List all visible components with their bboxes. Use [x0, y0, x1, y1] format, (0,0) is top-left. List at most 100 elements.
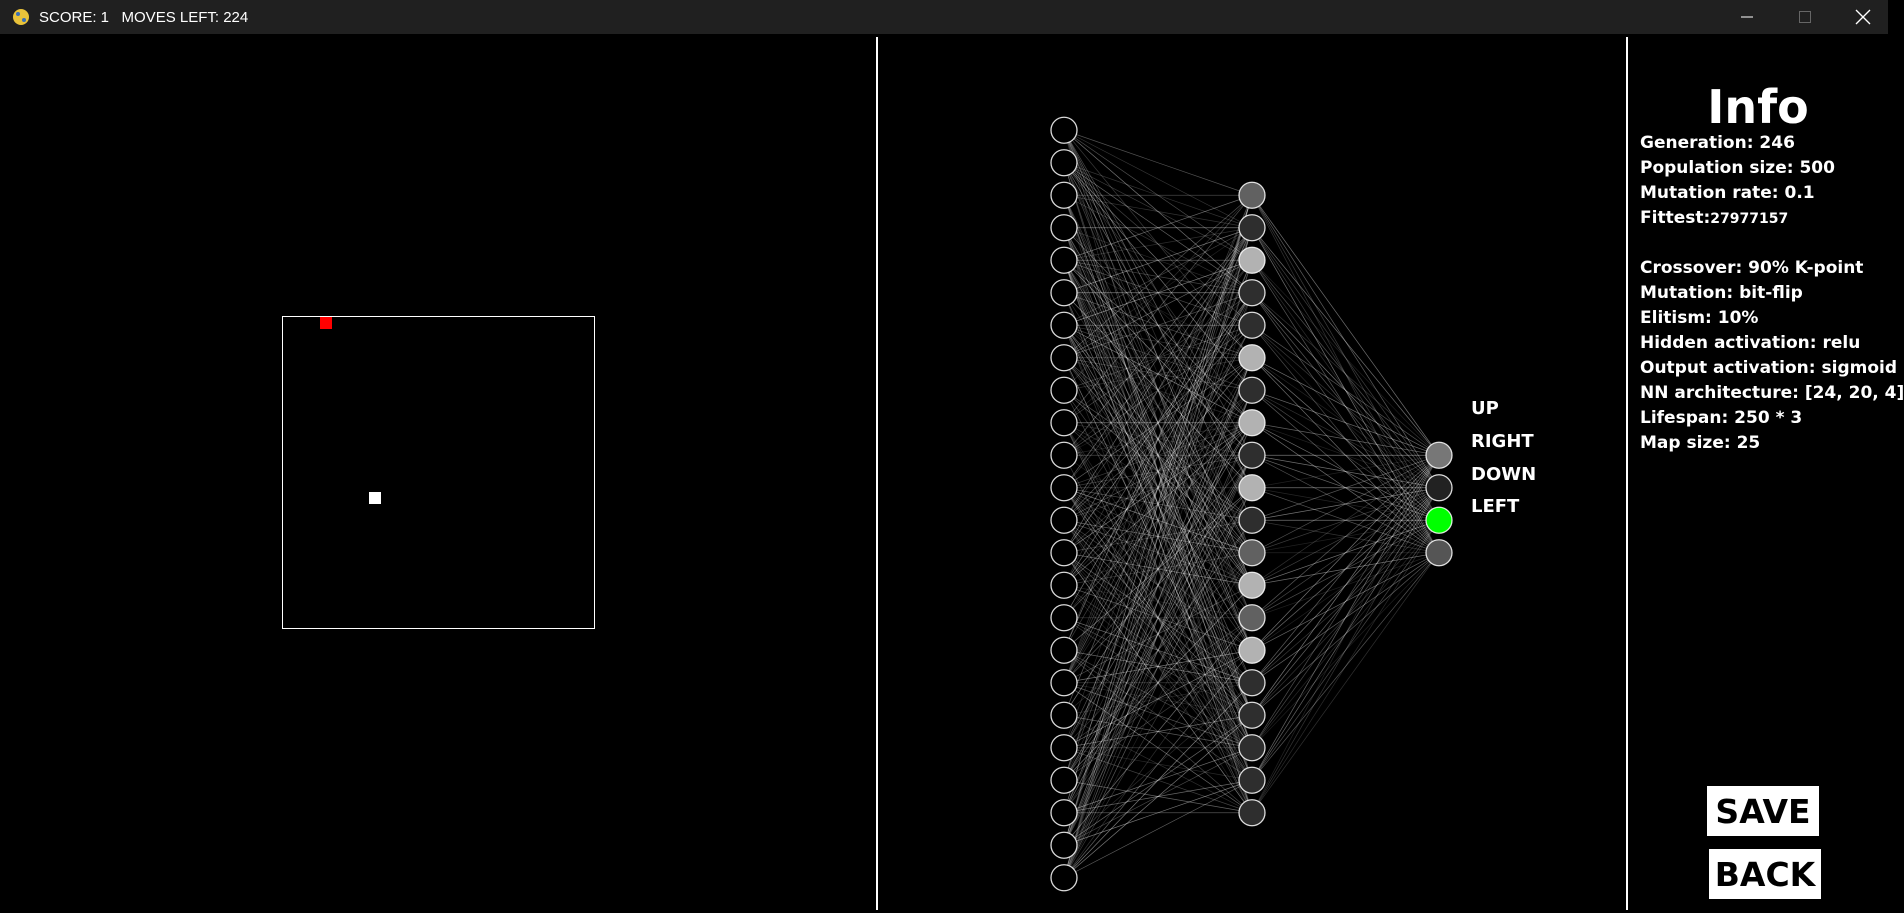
connection — [1251, 454, 1440, 554]
connection — [1063, 292, 1253, 781]
connection — [1063, 162, 1253, 261]
info-crossover: Crossover: 90% K-point — [1640, 258, 1864, 278]
connection — [1251, 552, 1440, 716]
connection — [1063, 487, 1253, 586]
connection — [1251, 487, 1440, 521]
input-neuron — [1050, 344, 1078, 372]
connection — [1251, 487, 1440, 619]
hidden-neuron — [1238, 311, 1266, 339]
output-label-down: DOWN — [1471, 464, 1537, 485]
connection — [1063, 227, 1253, 553]
connection — [1063, 552, 1253, 748]
connection — [1063, 130, 1253, 651]
connection — [1063, 520, 1253, 716]
info-elitism: Elitism: 10% — [1640, 308, 1759, 328]
connection — [1063, 325, 1253, 553]
connection — [1063, 422, 1253, 878]
connection — [1063, 325, 1253, 586]
connection — [1251, 325, 1440, 521]
connection — [1063, 455, 1253, 813]
connection — [1063, 325, 1253, 521]
close-icon — [1855, 9, 1871, 25]
connection — [1063, 422, 1253, 586]
connection — [1251, 227, 1440, 488]
save-button[interactable]: SAVE — [1707, 786, 1819, 836]
connection — [1063, 357, 1253, 878]
input-neuron — [1050, 506, 1078, 534]
connection — [1063, 519, 1253, 554]
connection — [1063, 487, 1253, 781]
connection — [1063, 422, 1253, 618]
connection — [1251, 454, 1440, 521]
connection — [1063, 260, 1253, 716]
connection — [1251, 455, 1440, 813]
connection — [1063, 422, 1253, 489]
hidden-neuron — [1238, 474, 1266, 502]
connection — [1251, 519, 1440, 554]
connection — [1063, 779, 1253, 846]
connection — [1251, 552, 1440, 619]
connection — [1063, 227, 1253, 878]
connection — [1251, 552, 1440, 586]
connection — [1063, 552, 1253, 748]
connection — [1063, 422, 1253, 456]
connection — [1063, 487, 1253, 521]
connection — [1063, 259, 1253, 326]
input-neuron — [1050, 149, 1078, 177]
connection — [1063, 455, 1253, 683]
hidden-neuron — [1238, 506, 1266, 534]
connection — [1063, 260, 1253, 683]
connection — [1063, 584, 1253, 749]
connections — [1063, 129, 1440, 879]
connection — [1063, 292, 1253, 618]
connection — [1251, 454, 1440, 554]
connection — [1063, 130, 1253, 521]
minimize-button[interactable] — [1718, 0, 1776, 34]
connection — [1063, 357, 1253, 521]
input-neuron — [1050, 474, 1078, 502]
connection — [1063, 324, 1253, 424]
connection — [1063, 520, 1253, 878]
hidden-neuron — [1238, 669, 1266, 697]
food — [320, 317, 332, 329]
connection — [1251, 454, 1440, 619]
maximize-button[interactable] — [1776, 0, 1834, 34]
connection — [1063, 260, 1253, 488]
connection — [1251, 519, 1440, 554]
connection — [1251, 357, 1440, 553]
connection — [1063, 422, 1253, 456]
info-fittest-value: 27977157 — [1710, 211, 1789, 227]
connection — [1063, 259, 1253, 326]
connection — [1063, 682, 1253, 716]
connection — [1251, 519, 1440, 619]
connection — [1063, 292, 1253, 456]
connection — [1063, 162, 1253, 488]
title-bar: SCORE: 1 MOVES LEFT: 224 — [0, 0, 1888, 34]
connection — [1063, 227, 1253, 651]
connection — [1063, 390, 1253, 813]
connection — [1063, 227, 1253, 846]
connection — [1063, 389, 1253, 554]
connection — [1251, 455, 1440, 781]
connection — [1063, 617, 1253, 749]
connection — [1063, 455, 1253, 846]
connection — [1063, 422, 1253, 748]
back-button[interactable]: BACK — [1709, 849, 1821, 899]
connection — [1251, 520, 1440, 748]
connection — [1251, 519, 1440, 684]
connection — [1063, 455, 1253, 748]
connection — [1063, 260, 1253, 748]
connection — [1063, 455, 1253, 781]
close-button[interactable] — [1834, 0, 1892, 34]
connection — [1251, 487, 1440, 748]
connection — [1063, 259, 1253, 359]
connection — [1063, 487, 1253, 651]
connection — [1063, 162, 1253, 358]
connection — [1063, 162, 1253, 553]
connection — [1063, 357, 1253, 553]
connection — [1063, 227, 1253, 488]
connection — [1063, 682, 1253, 716]
connection — [1063, 357, 1253, 683]
hidden-neuron — [1238, 571, 1266, 599]
connection — [1063, 292, 1253, 424]
